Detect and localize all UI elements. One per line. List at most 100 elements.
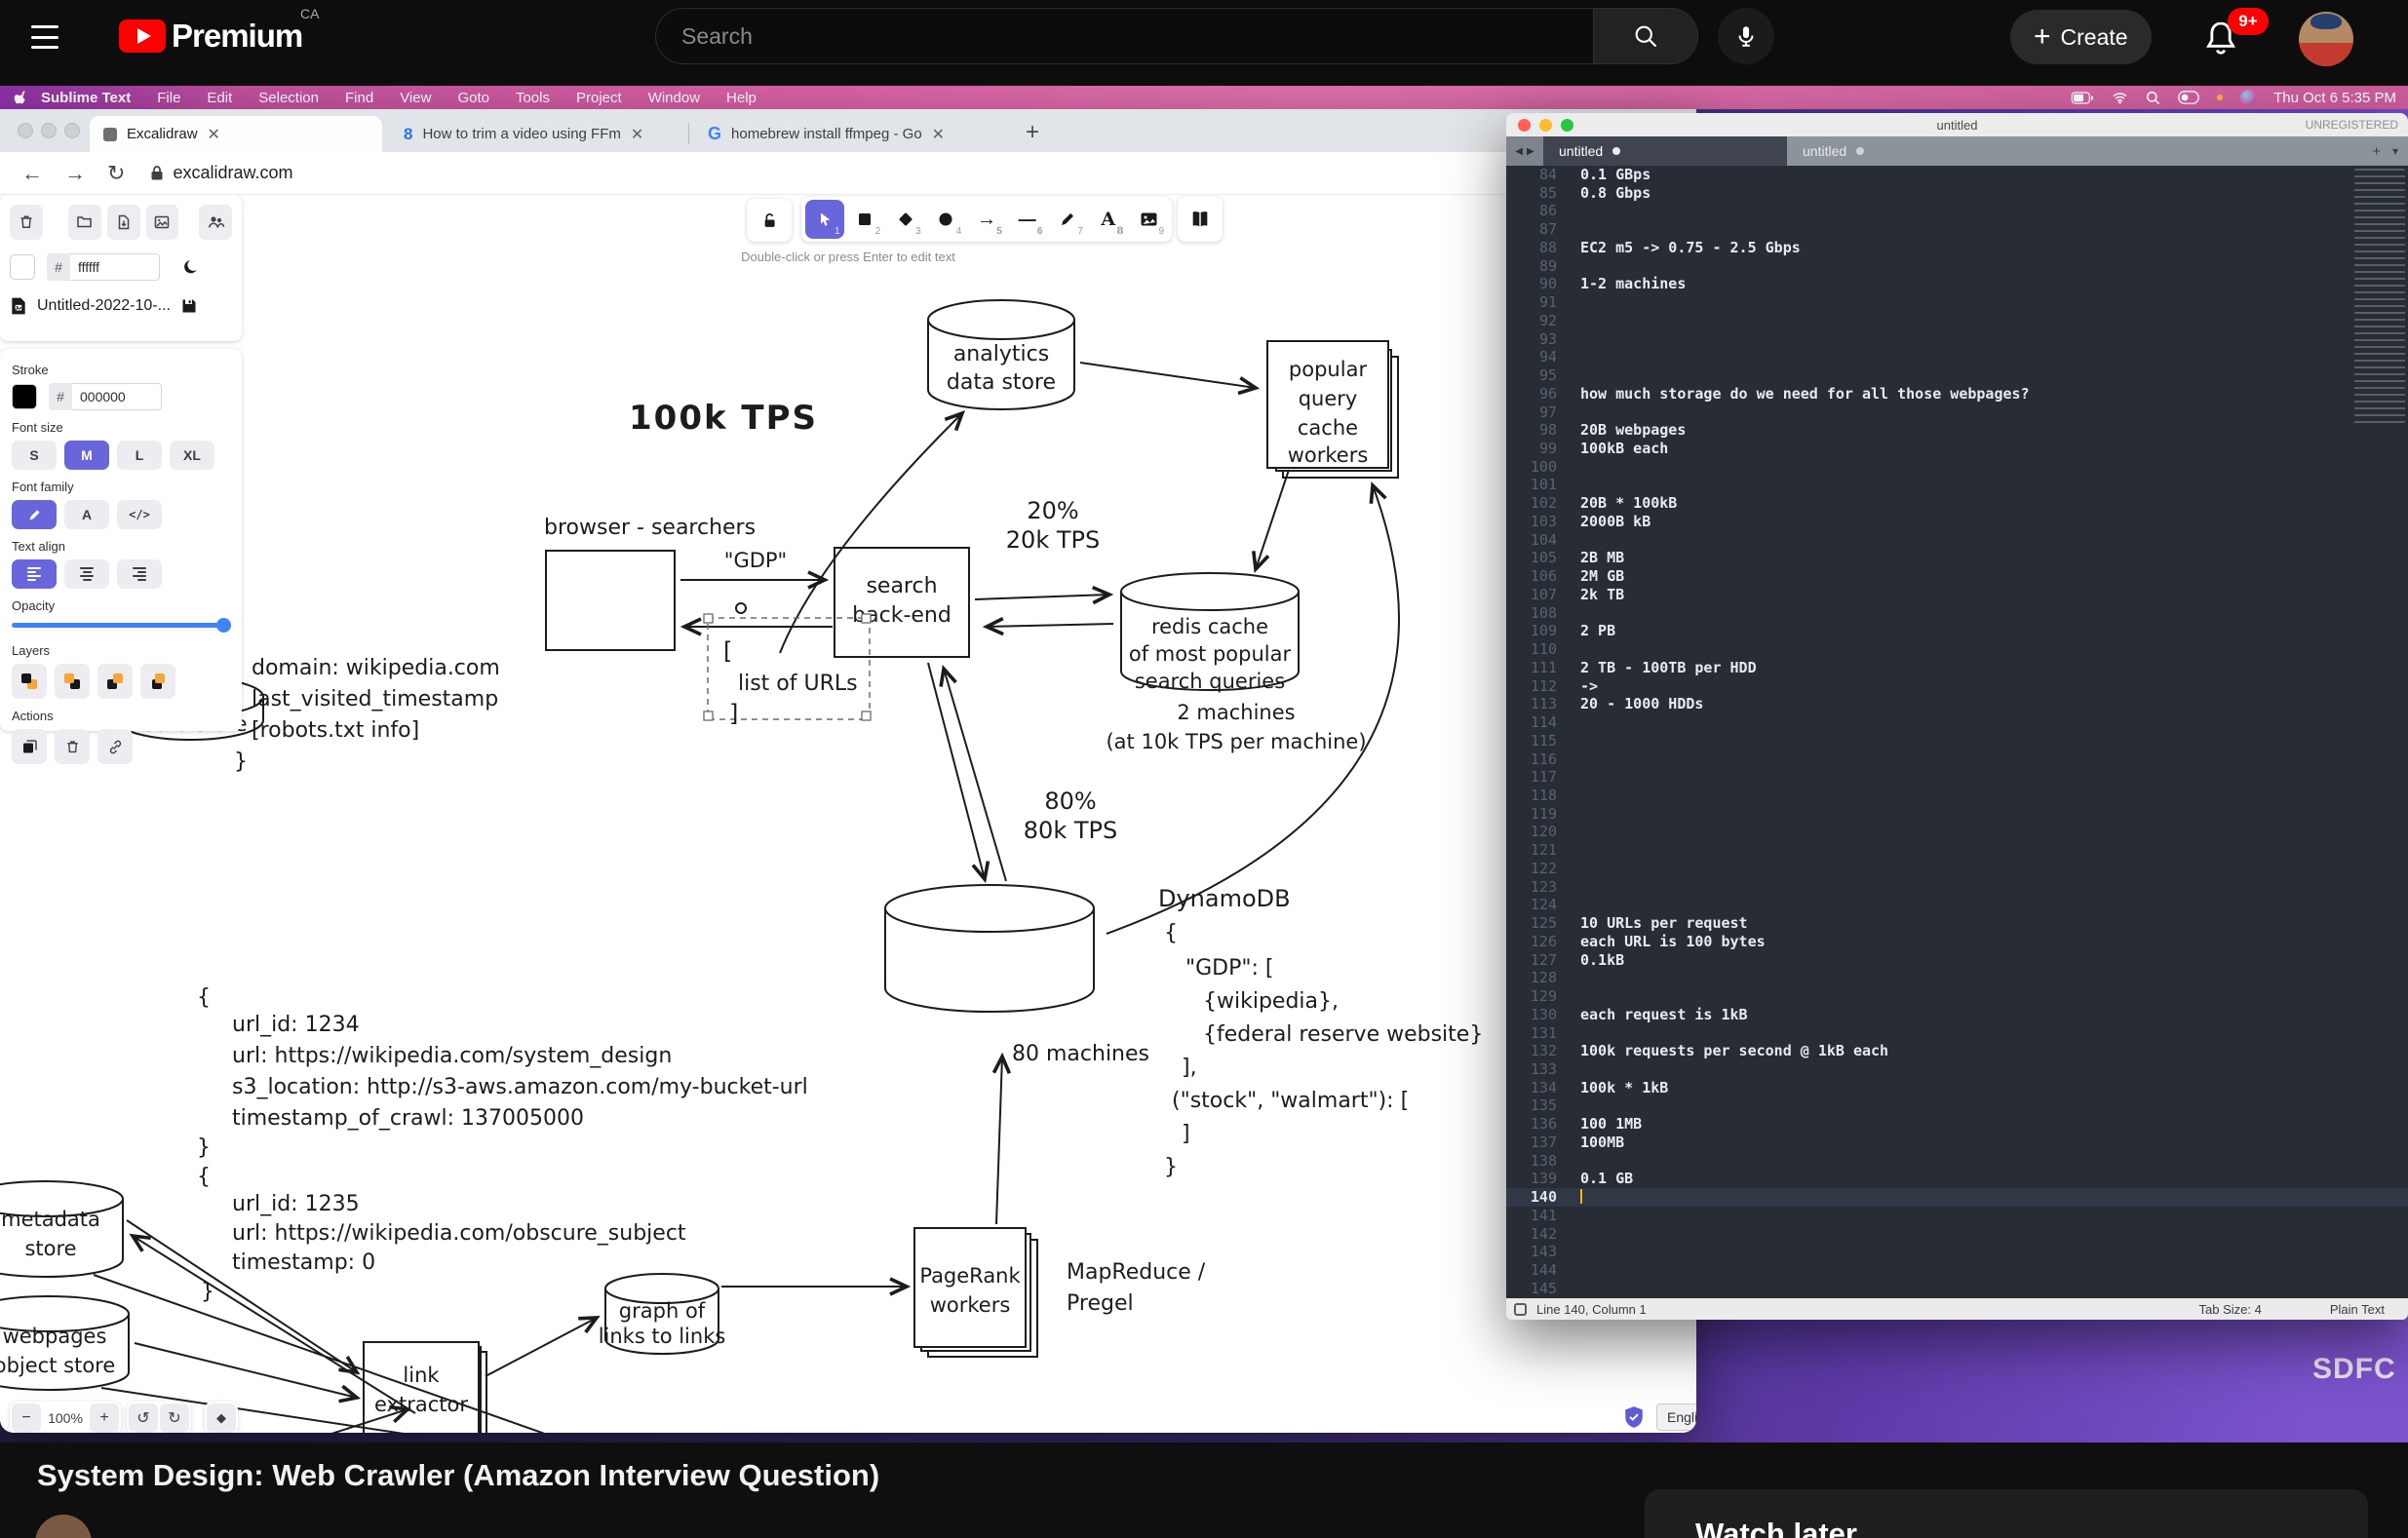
link-extractor-node[interactable]: link extractor [363, 1341, 487, 1433]
align-right-button[interactable] [117, 559, 162, 589]
stroke-color-swatch[interactable] [12, 384, 37, 409]
svg-text:metadata[interactable]: metadata [1, 1208, 100, 1231]
youtube-logo[interactable]: Premium [119, 18, 303, 55]
arrow-pagerank-to-frontier[interactable] [991, 1052, 1012, 1225]
tab-size-setting[interactable]: Tab Size: 4 [2198, 1301, 2262, 1317]
code-line[interactable]: 139 0.1 GB [1506, 1170, 2408, 1188]
code-line[interactable]: 129 [1506, 987, 2408, 1006]
collaborate-button[interactable] [199, 205, 232, 240]
code-line[interactable]: 112 -> [1506, 677, 2408, 696]
code-line[interactable]: 94 [1506, 348, 2408, 366]
tool-ellipse[interactable]: 4 [927, 200, 966, 239]
wifi-icon[interactable] [2112, 91, 2128, 104]
code-line[interactable]: 88 EC2 m5 -> 0.75 - 2.5 Gbps [1506, 239, 2408, 257]
canvas-background-swatch[interactable] [10, 254, 35, 280]
editor-tab[interactable]: untitled [1787, 136, 2031, 166]
metadata-store-node[interactable]: metadata store [0, 1180, 124, 1278]
voice-search-button[interactable] [1718, 8, 1774, 64]
avatar[interactable] [2299, 12, 2353, 66]
link-button[interactable] [97, 729, 133, 764]
svg-text:search queries[interactable]: search queries [1135, 670, 1285, 693]
svg-text:workers[interactable]: workers [930, 1293, 1011, 1317]
arrow-up-into-extractor[interactable] [304, 1404, 412, 1433]
label-2-machines[interactable]: 2 machines [1177, 701, 1295, 724]
svg-text:DynamoDB[interactable]: DynamoDB [1158, 885, 1291, 912]
code-line[interactable]: 127 0.1kB [1506, 951, 2408, 970]
bring-to-front-button[interactable] [140, 664, 175, 699]
menubar-item[interactable]: Tools [515, 89, 550, 106]
svg-text:redis cache[interactable]: redis cache [1151, 615, 1268, 638]
code-line[interactable]: 126 each URL is 100 bytes [1506, 933, 2408, 951]
tool-text[interactable]: A 8 [1101, 209, 1124, 237]
code-line[interactable]: 130 each request is 1kB [1506, 1006, 2408, 1024]
arrow-frontier-to-popular[interactable] [1106, 481, 1400, 935]
code-line[interactable]: 137 100MB [1506, 1134, 2408, 1152]
font-size-option[interactable]: XL [170, 441, 214, 470]
open-file-button[interactable] [68, 205, 101, 240]
zoom-out-button[interactable]: − [12, 1403, 41, 1433]
code-line[interactable]: 89 [1506, 257, 2408, 276]
svg-text:domain: wikipedia.com[interactable]: domain: wikipedia.com [252, 656, 500, 680]
svg-text:}[interactable]: } [234, 750, 248, 774]
spotlight-icon[interactable] [2146, 91, 2160, 105]
code-line[interactable]: 106 2M GB [1506, 567, 2408, 586]
code-line[interactable]: 113 20 - 1000 HDDs [1506, 695, 2408, 713]
menubar-app-name[interactable]: Sublime Text [41, 89, 132, 106]
font-code-button[interactable]: </> [117, 500, 162, 529]
zoom-level[interactable]: 100% [48, 1410, 83, 1426]
svg-text:data store[interactable]: data store [947, 370, 1056, 395]
tab-scroll-arrows[interactable]: ◀▶ [1506, 136, 1543, 166]
code-line[interactable]: 90 1-2 machines [1506, 275, 2408, 293]
label-mapreduce[interactable]: MapReduce / [1067, 1260, 1206, 1285]
send-to-back-button[interactable] [12, 664, 47, 699]
code-line[interactable]: 116 [1506, 750, 2408, 769]
code-line[interactable]: 100 [1506, 458, 2408, 477]
new-tab-button[interactable]: + [1026, 119, 1040, 145]
menubar-item[interactable]: Selection [258, 89, 319, 106]
label-20pct[interactable]: 20% [1027, 497, 1078, 524]
zoom-in-button[interactable]: + [90, 1403, 119, 1433]
url-record-2[interactable]: { url_id: 1235 url: https://wikipedia.co… [197, 1165, 686, 1304]
window-zoom-button[interactable] [1561, 119, 1573, 132]
tool-arrow[interactable]: → 5 [977, 208, 1002, 238]
svg-text:search[interactable]: search [866, 574, 937, 598]
code-line[interactable]: 144 [1506, 1261, 2408, 1280]
svg-text:query[interactable]: query [1299, 387, 1358, 410]
svg-text:popular[interactable]: popular [1289, 358, 1368, 381]
svg-text:{wikipedia},[interactable]: {wikipedia}, [1203, 989, 1339, 1014]
font-size-option[interactable]: S [12, 441, 57, 470]
bracket-open[interactable]: [ [723, 637, 732, 665]
new-tab-button[interactable]: + [2372, 142, 2381, 160]
svg-text:object store[interactable]: object store [0, 1354, 115, 1377]
editor-tab[interactable]: untitled [1543, 136, 1787, 166]
arrow-redis-to-search[interactable] [982, 616, 1114, 636]
window-minimize-button[interactable] [1539, 119, 1552, 132]
tab-close-icon[interactable]: ✕ [207, 126, 220, 143]
svg-text:graph of[interactable]: graph of [619, 1299, 706, 1323]
tool-line[interactable]: — 6 [1018, 209, 1043, 238]
channel-avatar[interactable] [35, 1515, 92, 1538]
svg-text:PageRank[interactable]: PageRank [919, 1264, 1021, 1288]
code-line[interactable]: 95 [1506, 366, 2408, 385]
code-line[interactable]: 102 20B * 100kB [1506, 494, 2408, 513]
svg-text:{[interactable]: { [197, 1165, 211, 1189]
sublime-editor[interactable]: 84 0.1 GBps 85 0.8 Gbps 86 [1506, 166, 2408, 1298]
label-20k-tps[interactable]: 20k TPS [1006, 526, 1100, 554]
bracket-close[interactable]: ] [729, 700, 738, 727]
tab-excalidraw[interactable]: Excalidraw ✕ [90, 116, 382, 152]
browser-node[interactable] [545, 550, 676, 651]
code-line[interactable]: 98 20B webpages [1506, 421, 2408, 440]
label-list-of-urls[interactable]: list of URLs [738, 672, 858, 696]
create-button[interactable]: + Create [2010, 10, 2152, 64]
code-line[interactable]: 105 2B MB [1506, 549, 2408, 567]
arrow-extractor-to-metadata[interactable] [129, 1233, 416, 1414]
watch-later-card[interactable]: Watch later [1645, 1489, 2368, 1538]
svg-text:{federal reserve website}[interactable]: {federal reserve website} [1203, 1022, 1483, 1047]
stroke-hex-input[interactable]: 000000 [72, 383, 162, 410]
svg-text:{[interactable]: { [197, 985, 211, 1010]
code-line[interactable]: 128 [1506, 969, 2408, 987]
code-line[interactable]: 93 [1506, 330, 2408, 349]
export-image-button[interactable] [145, 205, 179, 240]
file-name[interactable]: Untitled-2022-10-... [37, 297, 171, 314]
code-line[interactable]: 120 [1506, 823, 2408, 841]
